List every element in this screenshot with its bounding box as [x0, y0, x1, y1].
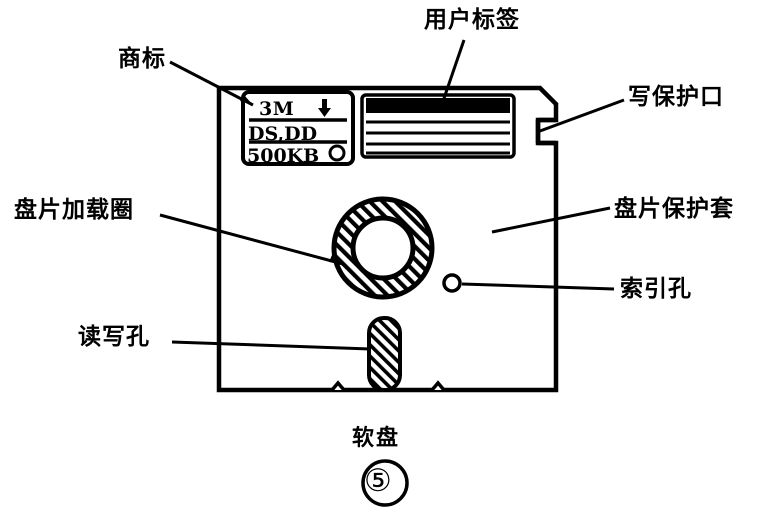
figure-caption: 软盘: [352, 426, 401, 451]
trademark-label-box: [241, 90, 355, 166]
hub-loading-ring: [320, 185, 448, 313]
leader-lines: [159, 39, 625, 351]
callout-label-trademark: 商标: [118, 46, 166, 72]
user-label-card: [360, 93, 516, 159]
brand-capacity-text: 500KB: [247, 145, 320, 167]
callout-label-disk-jacket: 盘片保护套: [614, 196, 734, 222]
index-hole: [442, 273, 462, 293]
leader-index-hole: [461, 282, 615, 291]
leader-write-protect: [539, 98, 625, 133]
leader-jacket: [491, 206, 611, 234]
down-arrow-icon: [318, 99, 331, 117]
brand-spec-text: DS,DD: [248, 123, 318, 145]
callout-label-index-hole: 索引孔: [620, 276, 692, 302]
read-write-slot: [367, 316, 402, 392]
figure-number-circle: [361, 459, 409, 507]
leader-user-label: [438, 39, 466, 111]
leader-trademark: [169, 60, 254, 107]
leader-rw-slot: [171, 340, 371, 351]
callout-label-hub-loading-ring: 盘片加载圈: [14, 197, 134, 223]
user-label-header-band: [366, 98, 510, 113]
figure-number: ⑤: [364, 463, 392, 499]
write-protect-notch: [535, 117, 556, 146]
leader-hub-ring: [159, 213, 344, 266]
circle-icon: [328, 144, 346, 162]
brand-name-text: 3M: [259, 98, 295, 120]
callout-label-read-write-slot: 读写孔: [78, 324, 150, 350]
callout-label-user-label: 用户标签: [424, 7, 520, 33]
callout-label-write-protect-notch: 写保护口: [628, 84, 724, 110]
